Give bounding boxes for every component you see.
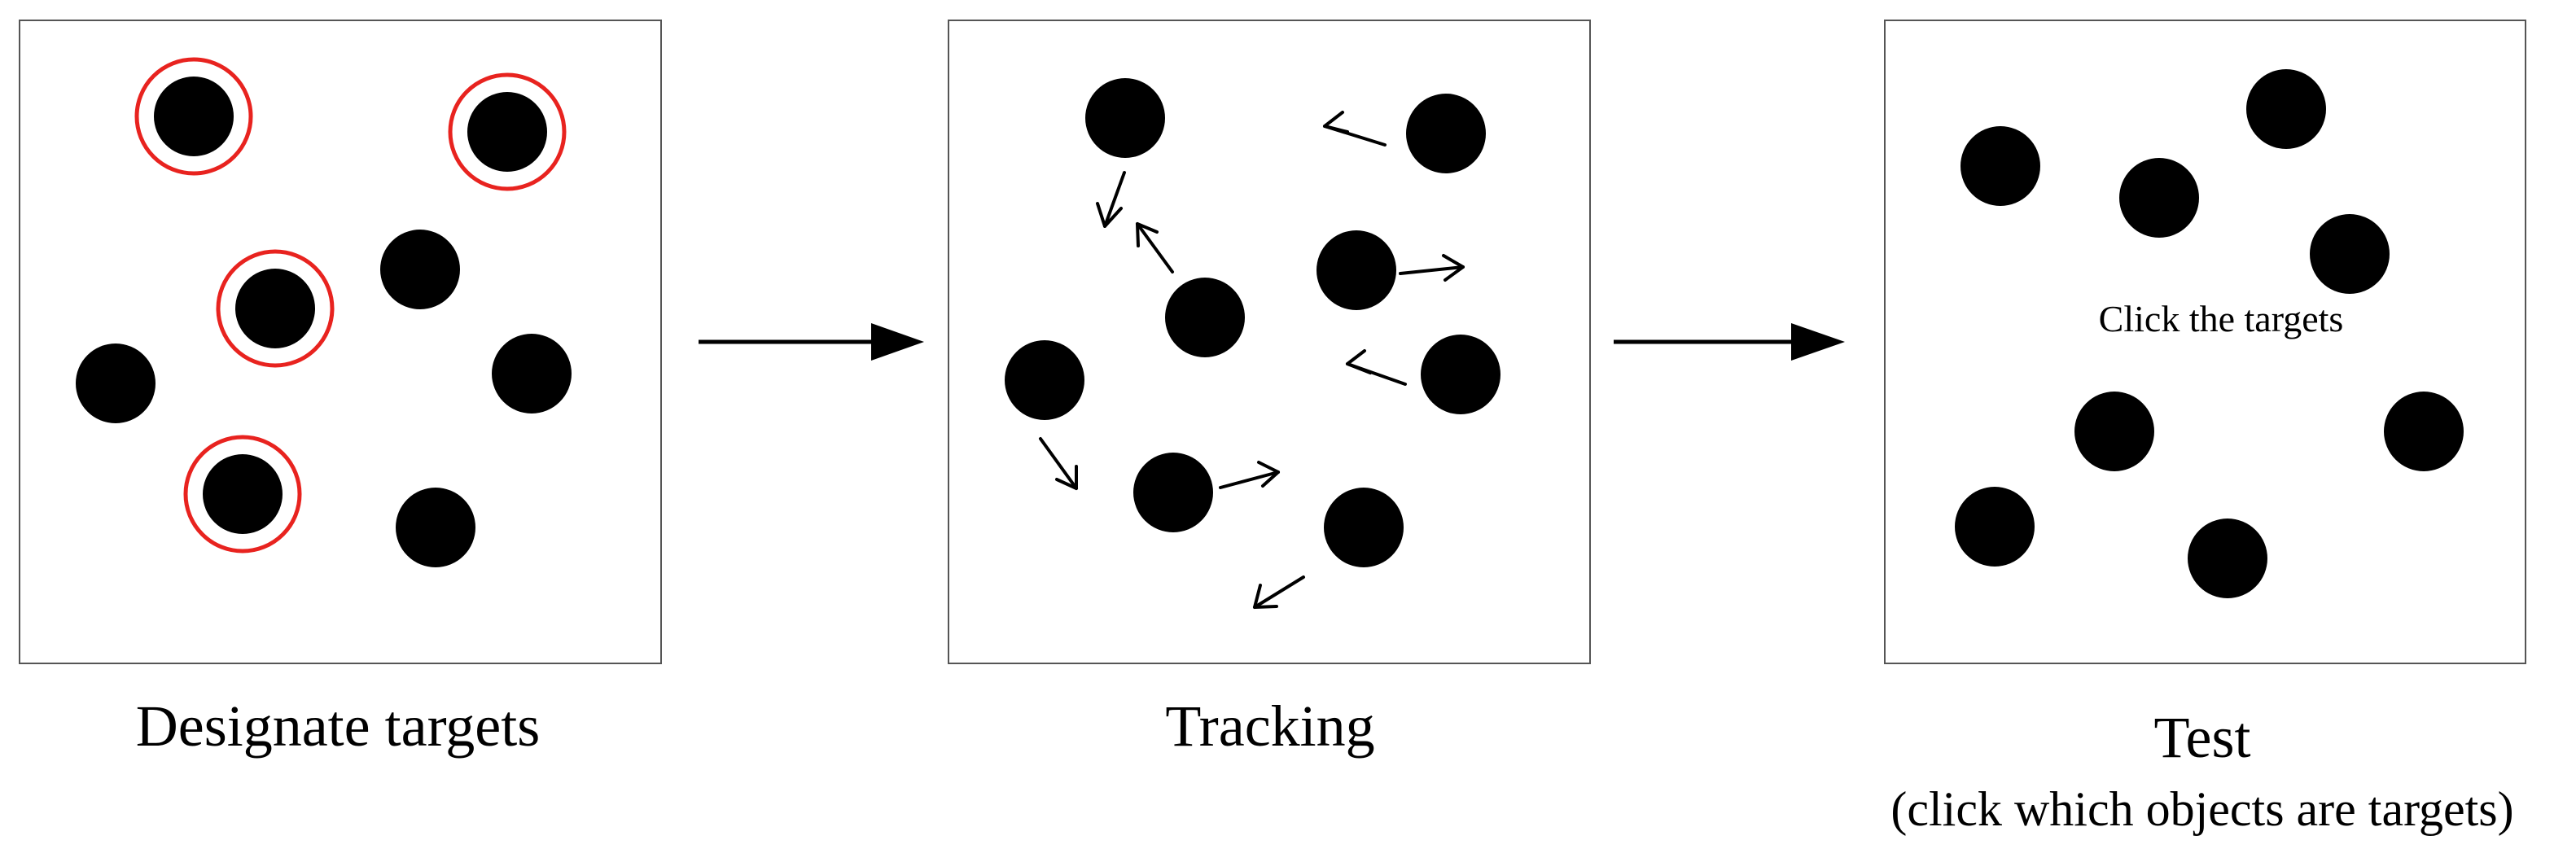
motion-arrow — [1096, 171, 1126, 228]
clickable-object[interactable] — [1955, 487, 2035, 567]
test-prompt: Click the targets — [2099, 298, 2344, 339]
target-object — [154, 77, 234, 156]
panel-designate — [19, 20, 662, 664]
clickable-object[interactable] — [2384, 392, 2464, 471]
target-ring — [183, 435, 302, 554]
panel-designate-frame — [19, 20, 662, 664]
caption-test: Test — [2153, 705, 2251, 770]
target-object — [203, 454, 283, 534]
flow-arrow — [1614, 323, 1845, 361]
motion-arrow — [1323, 111, 1387, 147]
moving-object — [1406, 94, 1486, 173]
motion-arrow — [1219, 461, 1280, 489]
motion-arrow — [1039, 437, 1078, 490]
clickable-object[interactable] — [2246, 69, 2326, 149]
distractor-object — [380, 230, 460, 309]
moving-object — [1005, 340, 1084, 420]
motion-arrow — [1253, 575, 1305, 609]
clickable-object[interactable] — [2119, 158, 2199, 238]
moving-object — [1165, 278, 1245, 357]
target-ring — [134, 57, 253, 176]
caption-test-subtitle: (click which objects are targets) — [1890, 782, 2514, 836]
panel-tracking — [948, 20, 1591, 664]
moving-object — [1133, 453, 1213, 532]
distractor-object — [76, 343, 156, 423]
moving-object — [1421, 335, 1500, 414]
distractor-object — [492, 334, 572, 413]
clickable-object[interactable] — [2074, 392, 2154, 471]
panel-test: Click the targets — [1884, 20, 2526, 664]
caption-tracking: Tracking — [1165, 694, 1375, 759]
moving-object — [1324, 488, 1404, 567]
motion-arrow — [1399, 254, 1465, 282]
clickable-object[interactable] — [1960, 126, 2040, 206]
clickable-object[interactable] — [2310, 214, 2390, 294]
distractor-object — [396, 488, 475, 567]
target-object — [235, 269, 315, 348]
motion-arrow — [1346, 349, 1407, 386]
target-object — [467, 92, 547, 172]
moving-object — [1316, 230, 1396, 310]
motion-arrow — [1136, 222, 1174, 273]
target-ring — [448, 72, 567, 191]
caption-designate-targets: Designate targets — [135, 694, 541, 759]
target-ring — [216, 249, 335, 368]
moving-object — [1085, 78, 1165, 158]
clickable-object[interactable] — [2188, 519, 2267, 598]
flow-arrow — [699, 323, 924, 361]
